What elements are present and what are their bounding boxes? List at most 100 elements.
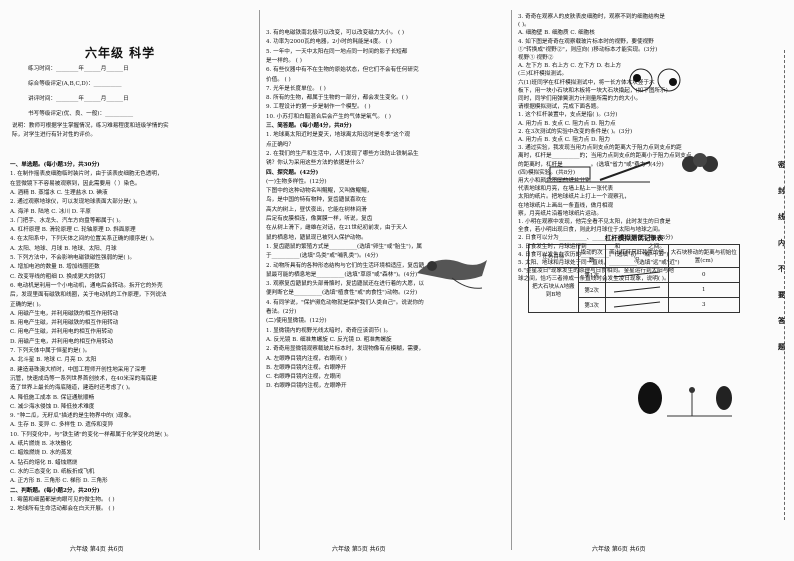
seal-line-char: 线 bbox=[778, 212, 785, 221]
table-cell: 1 bbox=[667, 282, 741, 298]
seal-line-char: 要 bbox=[778, 290, 785, 299]
text-line: 6. 电动机是利用一个小电动机，通电后会转动。拆开它的外壳 bbox=[10, 282, 163, 289]
text-line: A. 杠杆原理 B. 滑轮原理 C. 轮轴原理 D. 斜面原理 bbox=[10, 227, 136, 234]
footer-page-5: 六年级 第5页 共6页 bbox=[332, 546, 386, 553]
text-line: 的距离时，杠杆是__________。(选填"省力"或"费力")(4分) bbox=[518, 161, 664, 168]
seal-line bbox=[784, 50, 786, 520]
text-line: 在地球纸片上画出一条直线，做月相观 bbox=[518, 202, 614, 209]
text-line: 说明：教师可根据学生掌握情况，练习难易程度和班级学情的实 bbox=[12, 123, 169, 129]
text-line: 鼠最可能的栖息地是__________(选填"草原"或"森林")。(4分) bbox=[266, 271, 418, 278]
text-line: (三)杠杆模拟测试。 bbox=[518, 71, 568, 78]
text-line: 9. 工程设计的第一步是制作一个模型。 ( ) bbox=[266, 104, 371, 111]
text-line: (四)模拟实验。(共8分) bbox=[518, 169, 576, 176]
text-line: 4. 有同学说，"保护濒危动物就是保护我们人类自己"。说说你的 bbox=[266, 299, 424, 306]
text-line: A. 太阳、地球、月球 B. 地球、太阳、月球 bbox=[10, 245, 117, 252]
text-line: A. 酒精 B. 蒸馏水 C. 生理盐水 D. 碘液 bbox=[10, 189, 108, 196]
table-cell: 第1次 bbox=[577, 267, 606, 283]
text-line: 便判断它是__________(选填"植食性"或"肉食性")动物。(2分) bbox=[266, 290, 418, 297]
column-1: 六年级 科学 练习时间：________年______月______日综合等级评… bbox=[0, 0, 258, 561]
table-title: 杠杆模拟测试记录表 bbox=[604, 234, 664, 242]
text-line: C. 减少海水侵蚀 D. 降低技术难度 bbox=[10, 403, 95, 410]
lever-sketch-cell bbox=[604, 267, 669, 283]
text-line: 鼠的栖息地，鼯鼠现已被列入保护动物。 bbox=[266, 234, 367, 241]
text-line: C. 改变导线的粗细 D. 换成更大的铁钉 bbox=[10, 273, 106, 280]
text-line: 在从树上滑下，雌雄在对话，在21世纪初前发，由于天人 bbox=[266, 225, 408, 232]
text-line: 在显微镜下不容易被观察到，因此需要用（ ）染色。 bbox=[10, 180, 141, 187]
text-line: 1. 霉菌和细菌都是肉眼可见的微生物。 ( ) bbox=[10, 496, 115, 503]
text-line: 是一样的。 ( ) bbox=[266, 57, 302, 64]
text-line: 全食，若小明出现日食，则此时月球位于太阳与地球之间。 bbox=[518, 227, 664, 234]
text-line: 10. 下列变化中，与"铁生锈"的变化一样都属于化学变化的是( )。 bbox=[10, 431, 172, 438]
text-line: 察，月亮纸片沿着地球纸片运动。 bbox=[518, 210, 602, 217]
text-line: A. 用力点 B. 支点 C. 阻力点 D. 阻力点 bbox=[518, 120, 616, 127]
text-line: 板下，用一块小石块和木板将一块大石块撬起，(如下图所示) bbox=[518, 87, 668, 94]
text-line: 3. 通过实验，我发现当用力点到支点的距离大于阻力点到支点的距 bbox=[518, 145, 682, 152]
text-line: D. 用磁产生电，并利用电的相互作用转动 bbox=[10, 338, 113, 345]
text-line: 7. 下列天体中属于恒星的是( )。 bbox=[10, 348, 91, 354]
seal-line-char: 题 bbox=[778, 342, 785, 351]
text-line: 三、简答题。(每小题4分，共8分) bbox=[266, 123, 352, 129]
text-line: 练习时间：________年______月______日 bbox=[28, 66, 129, 72]
text-line: 正确的是( )。 bbox=[10, 301, 45, 308]
seal-line-strip: 密封线内不要答题 bbox=[776, 0, 794, 561]
table-cell: 3 bbox=[667, 297, 741, 313]
text-line: 二、判断题。(每小题2分，共20分) bbox=[10, 487, 100, 494]
text-line: 后，发现里面有磁铁和线圈，关于电动机的工作原理，下列说法 bbox=[10, 292, 167, 299]
text-line: 同时，同学们用弹簧测力计测量所需的力的大小。 bbox=[518, 96, 642, 102]
table-header: 大石块移动的距离与初始位置(cm) bbox=[667, 244, 741, 268]
text-line: A. 左下方 B. 右上方 C. 左下方 D. 右上方 bbox=[518, 63, 622, 70]
text-line: D. 右眼睁目镜内注视，左眼睁开 bbox=[266, 383, 347, 390]
text-line: 代表地球和月亮，在墙上贴上一张代表 bbox=[518, 186, 614, 193]
text-line: 后足有皮膜相连，像翼膜一样，听说，复齿 bbox=[266, 216, 373, 222]
text-line: 锈？你认为采用这些方法的依据是什么？ bbox=[266, 160, 367, 167]
text-line: 4. 如下图是奇奇在观察载玻片标本时的视野，要使视野 bbox=[518, 38, 654, 45]
text-line: ( )。 bbox=[518, 22, 530, 29]
text-line: 3. 奇奇在观察人的皮肤表皮细胞时，观察不到的细胞结构是 bbox=[518, 14, 665, 20]
lever-record-table: 杠杆模拟测试记录表 任务目标 撬动的次数 画出杠杆尺杆装置的情况 大石块移动的距… bbox=[528, 232, 741, 313]
text-line: B. 用电产生磁，并利用磁铁的相互作用转动 bbox=[10, 320, 119, 327]
table-cell: 第3次 bbox=[577, 297, 606, 313]
text-line: C. 用电产生磁，并利用电的相互作用转动 bbox=[10, 329, 113, 336]
table-header: 画出杠杆尺杆装置的情况 bbox=[604, 244, 669, 268]
text-line: C. 右眼睁目镜内注视，左眼闭 bbox=[266, 374, 341, 381]
text-line: 3. 门把手、水龙头、汽车方向盘等都属于( )。 bbox=[10, 217, 124, 224]
text-line: 5. 下列方法中，不会影响电磁铁磁性强弱的是( )。 bbox=[10, 255, 136, 261]
table-cell: 第2次 bbox=[577, 282, 606, 298]
text-line: 4. 功率为2000瓦的电器，2小时的耗能是4度。 ( ) bbox=[266, 39, 392, 46]
text-line: 2. 日食可以分为__________、__________和日环食三种。(3分… bbox=[518, 235, 673, 242]
seal-line-char: 密 bbox=[778, 160, 785, 169]
table-task-cell: 把大石块从A地搬到B地 bbox=[528, 267, 579, 313]
text-line: 1. 地球离太阳近时是夏天，地球离太阳远时是冬季"这个观 bbox=[266, 132, 410, 139]
text-line: 2. 动物所具有的各种形态结构与它们的生活环境相适应，复齿鼯 bbox=[266, 262, 425, 269]
text-line: 1. 在制作摇表皮细胞临时装片时，由于该表皮细胞无色透明， bbox=[10, 171, 163, 178]
seal-line-char: 答 bbox=[778, 316, 785, 325]
text-line: 高大的树上，昼伏夜出，它能在树林间滑 bbox=[266, 206, 367, 213]
text-line: A. 左眼睁目镜内注视，右眼闭( ) bbox=[266, 355, 347, 362]
text-line: 一、单选题。(每小题3分，共30分) bbox=[10, 162, 100, 168]
text-line: A. 正方形 B. 三角形 C. 梯形 D. 三角形 bbox=[10, 478, 108, 485]
text-line: (二)使用显微镜。(12分) bbox=[266, 318, 327, 325]
text-line: 视野① 视野② bbox=[518, 55, 554, 61]
text-line: A. 海洋 B. 陆地 C. 冰川 D. 平原 bbox=[10, 208, 91, 215]
text-line: 5. 一年中，一天中太阳在同一地点同一时间的影子长短都 bbox=[266, 48, 408, 55]
text-line: 综合等级评定(A,B,C,D)：__________ bbox=[28, 81, 122, 87]
table-header: 撬动的次数 bbox=[577, 244, 606, 268]
text-line: 2. 在3次测试的实验中改变的条件是( )。(3分) bbox=[518, 128, 633, 135]
text-line: 看法。(2分) bbox=[266, 309, 297, 315]
text-line: A. 用力点 B. 支点 C. 阻力点 D. 阻力 bbox=[518, 137, 611, 143]
lever-experiment-illustration bbox=[545, 153, 718, 183]
text-line: 2. 通过观察地球仪，可以发现地球表面大部分是( )。 bbox=[10, 199, 141, 206]
table-cell: 0 bbox=[667, 267, 741, 283]
text-line: 1. 显微镜内的视野光线太暗时，奇奇应该调节( )。 bbox=[266, 327, 392, 334]
text-line: C. 蜡烛燃烧 D. 水的蒸发 bbox=[10, 450, 73, 457]
microscope-views-illustration bbox=[629, 68, 681, 92]
flying-squirrel-illustration bbox=[417, 259, 487, 289]
text-line: A. 钻石的熔化 B. 蜡烛燃烧 bbox=[10, 459, 78, 466]
seal-line-char: 不 bbox=[778, 264, 785, 273]
text-line: A. 降低施工成本 B. 保证通航顺畅 bbox=[10, 394, 95, 401]
text-line: 离时，杠杆是__________的；当用力点到支点的距离小于阻力点到支点 bbox=[518, 153, 692, 160]
text-line: 10. 小苏打和白醋混合后会产生的气体是氧气。 ( ) bbox=[266, 113, 391, 120]
seal-line-char: 内 bbox=[778, 238, 785, 247]
text-line: 用大小和颜色不同的纸片分别 bbox=[518, 178, 591, 184]
